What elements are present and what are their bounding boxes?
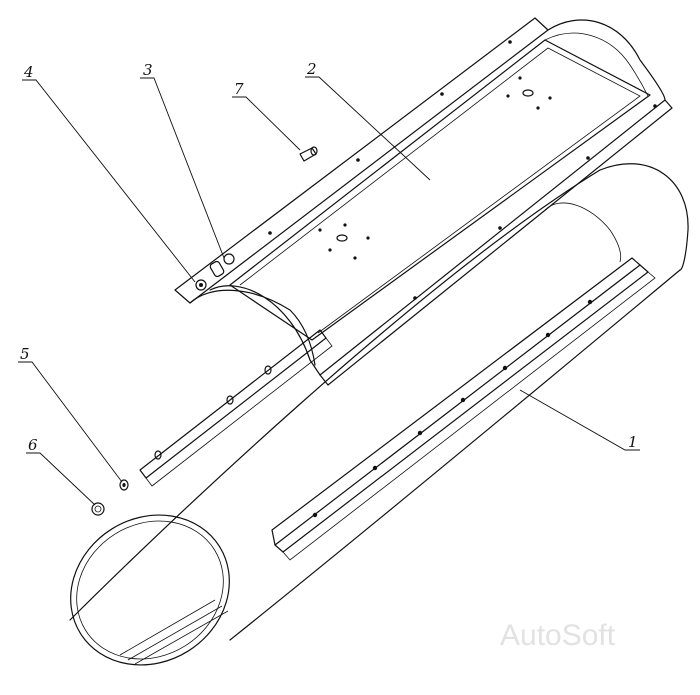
- panel-hole-pattern-front: [318, 223, 370, 260]
- callout-3: 3: [143, 61, 153, 79]
- washer-5: [119, 479, 129, 491]
- callout-labels: 4 3 7 2 5 6 1: [20, 60, 638, 454]
- tube-right-flange: [271, 257, 656, 561]
- flange-holes-right: [312, 299, 593, 518]
- callout-5: 5: [20, 345, 30, 363]
- watermark: AutoSoft: [500, 619, 616, 652]
- top-half-shell: [174, 17, 673, 386]
- callout-4: 4: [23, 63, 34, 81]
- flange-holes-left: [154, 365, 272, 460]
- shell-flange-holes: [268, 40, 657, 300]
- panel-hole-pattern-rear: [506, 76, 552, 110]
- tube-left-flange: [139, 329, 333, 487]
- nut-4: [195, 279, 207, 291]
- screw-7: [299, 146, 318, 162]
- callout-1: 1: [628, 433, 638, 451]
- bolt-3: [209, 253, 235, 278]
- leader-lines: [18, 76, 640, 506]
- callout-7: 7: [234, 80, 244, 98]
- callout-6: 6: [28, 436, 38, 454]
- outer-tube: [69, 163, 689, 666]
- nut-6: [91, 502, 105, 516]
- callout-2: 2: [306, 60, 317, 78]
